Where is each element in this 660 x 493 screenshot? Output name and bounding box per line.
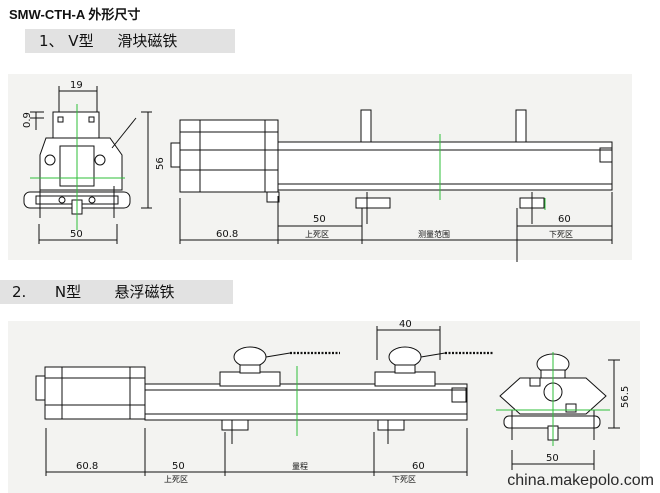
drawing-panel-v-type [8,74,632,260]
section-heading-n-type: 2. N型 悬浮磁铁 [0,280,233,304]
page-title: SMW-CTH-A 外形尺寸 [9,7,141,22]
section-heading-v-type: 1、 V型 滑块磁铁 [25,29,235,53]
watermark: china.makepolo.com [507,472,654,489]
drawing-panel-n-type [8,321,640,493]
